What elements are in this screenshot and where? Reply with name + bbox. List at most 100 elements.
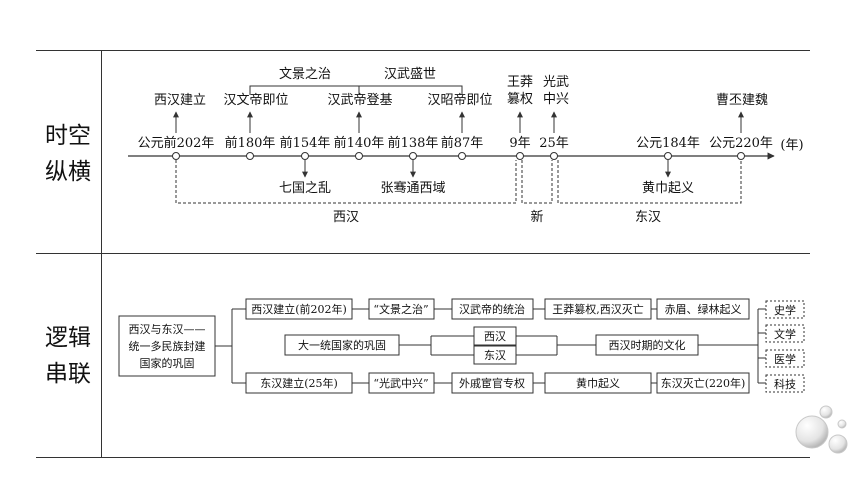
logic-box [473, 326, 517, 346]
dynasty-bracket [521, 160, 553, 204]
event-label: 曹丕建魏 [716, 93, 768, 108]
event-label: 七国之乱 [279, 181, 331, 196]
timeline-node [516, 152, 524, 160]
event-label-line: 王莽 [507, 75, 533, 90]
dynasty-bracket [557, 160, 742, 204]
timeline-node [664, 152, 672, 160]
root-line: 西汉与东汉—— [129, 323, 206, 336]
table-top-border [36, 50, 810, 51]
timeline-node [172, 152, 180, 160]
timeline-node [301, 152, 309, 160]
logic-box-label: “光武中兴” [373, 376, 428, 390]
decorative-bubbles-icon [795, 405, 848, 454]
logic-box-label: 黄巾起义 [576, 376, 620, 390]
logic-box-label: 西汉时期的文化 [609, 338, 686, 352]
top-boxes [245, 298, 750, 320]
event-label-multiline: 王莽篡权 [507, 75, 533, 107]
period-label: 汉武盛世 [384, 67, 436, 82]
logic-box [544, 298, 652, 320]
date-label: 前154年 [280, 135, 331, 151]
dynasty-label: 西汉 [333, 210, 359, 225]
culture-box [765, 349, 805, 368]
period-label: 文景之治 [279, 67, 331, 82]
date-label: 公元220年 [709, 136, 773, 151]
timeline-node [737, 152, 745, 160]
date-label: 前140年 [334, 135, 385, 151]
date-label: 前180年 [225, 135, 276, 151]
date-label: 公元184年 [636, 136, 700, 151]
bottom-boxes [245, 372, 750, 394]
dynasty-brackets [175, 160, 742, 204]
logic-box-label: 大一统国家的巩固 [298, 338, 386, 352]
culture-box [765, 374, 805, 393]
logic-box [284, 334, 400, 356]
period-bracket [358, 85, 463, 95]
event-label: 汉武帝登基 [327, 92, 392, 108]
date-label: 9年 [509, 136, 530, 151]
dynasty-label: 东汉 [635, 210, 661, 225]
logic-box-label: 西汉 [484, 330, 506, 343]
logic-connectors [215, 308, 766, 384]
table-column-divider [101, 50, 102, 457]
logic-box-label: 王莽篡权,西汉灭亡 [552, 302, 644, 316]
logic-box [368, 298, 435, 320]
row-label-line: 纵横 [45, 159, 91, 185]
logic-box [245, 372, 353, 394]
dynasty-label: 新 [530, 209, 543, 225]
timeline-node [550, 152, 558, 160]
event-label: 张骞通西域 [380, 180, 445, 196]
logic-box [656, 298, 750, 320]
culture-box [765, 324, 805, 343]
row-label-logic: 逻辑 串联 [38, 320, 98, 392]
culture-label: 史学 [774, 303, 796, 317]
date-label: 前87年 [441, 135, 484, 151]
culture-boxes [765, 300, 805, 393]
date-label: 公元前202年 [138, 135, 215, 151]
logic-box-label: 东汉灭亡(220年) [661, 376, 746, 390]
logic-box [368, 372, 435, 394]
timeline-node [355, 152, 363, 160]
timeline-node [246, 152, 254, 160]
event-label: 汉文帝即位 [223, 92, 288, 108]
event-label-line: 篡权 [507, 91, 533, 107]
logic-box [656, 372, 750, 394]
culture-label: 文学 [774, 327, 796, 341]
row-label-line: 时空 [45, 123, 91, 149]
dynasty-bracket [175, 160, 517, 204]
logic-box [473, 345, 517, 365]
event-label: 西汉建立 [154, 93, 206, 108]
logic-box [451, 372, 534, 394]
culture-label: 医学 [774, 352, 796, 366]
table-bottom-border [36, 457, 810, 458]
date-label: 25年 [539, 136, 569, 151]
event-label-multiline: 光武中兴 [543, 75, 569, 107]
logic-box [245, 298, 353, 320]
logic-box [595, 334, 699, 356]
event-label-line: 光武 [543, 75, 569, 90]
timeline-nodes [172, 152, 745, 160]
date-label: 前138年 [388, 135, 439, 151]
axis-unit-label: (年) [780, 138, 803, 153]
logic-box-label: 东汉建立(25年) [260, 376, 338, 390]
row-label-line: 串联 [45, 361, 91, 387]
logic-box-label: 外戚宦官专权 [459, 376, 525, 390]
row-label-spacetime: 时空 纵横 [38, 118, 98, 190]
root-line: 国家的巩固 [140, 356, 195, 370]
logic-box-label: 汉武帝的统治 [459, 302, 525, 316]
logic-box-label: 西汉建立(前202年) [251, 302, 347, 316]
culture-box [765, 300, 805, 319]
timeline-node [409, 152, 417, 160]
row-label-line: 逻辑 [45, 325, 91, 351]
event-label-line: 中兴 [543, 92, 569, 107]
logic-box [451, 298, 534, 320]
logic-box [544, 372, 652, 394]
timeline-node [458, 152, 466, 160]
logic-box-label: “文景之治” [373, 302, 428, 316]
event-label: 汉昭帝即位 [427, 92, 492, 108]
root-box [118, 315, 216, 377]
logic-box-label: 赤眉、绿林起义 [665, 302, 742, 316]
root-line: 统一多民族封建 [129, 339, 206, 353]
logic-box-label: 东汉 [484, 349, 506, 362]
table-middle-border [36, 253, 810, 254]
